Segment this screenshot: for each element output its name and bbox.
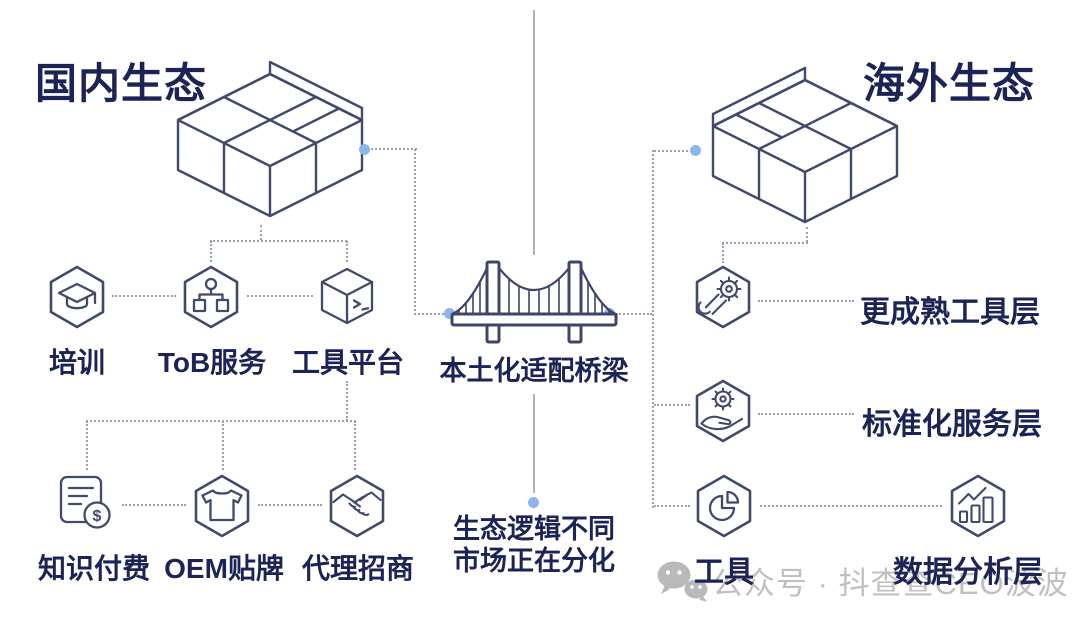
overseas-ecosystem-box-illustration xyxy=(711,66,899,224)
dotted-connector xyxy=(654,150,688,152)
dotted-connector xyxy=(760,505,942,507)
item-label-oem: OEM贴牌 xyxy=(164,553,284,584)
layer-label-mature-tools: 更成熟工具层 xyxy=(860,296,1040,329)
dotted-connector xyxy=(210,240,347,242)
layer-label-data-analysis: 数据分析层 xyxy=(893,556,1043,589)
dotted-connector xyxy=(258,504,322,506)
wrench-gear-icon xyxy=(695,265,751,329)
item-label-tob-service: ToB服务 xyxy=(157,347,267,378)
node-dot xyxy=(444,308,455,319)
market-note-line2: 市场正在分化 xyxy=(453,546,615,576)
divider-line-top xyxy=(533,10,535,255)
bar-chart-icon xyxy=(950,474,1006,538)
dotted-connector xyxy=(414,149,416,315)
svg-text:$: $ xyxy=(93,508,102,525)
left-ecosystem-title: 国内生态 xyxy=(35,60,208,107)
dotted-connector xyxy=(371,148,417,150)
gear-hand-icon xyxy=(695,379,751,443)
watermark-text: 公众号 · 抖查查CEO波波 xyxy=(712,566,1069,601)
pie-chart-icon xyxy=(696,474,752,538)
org-chart-icon xyxy=(183,265,239,329)
item-label-knowledge-pay: 知识付费 xyxy=(37,553,151,584)
dotted-connector xyxy=(722,242,808,244)
right-ecosystem-title: 海外生态 xyxy=(863,60,1036,107)
dotted-connector xyxy=(722,243,724,263)
dotted-connector xyxy=(654,505,690,507)
dotted-connector xyxy=(414,313,444,315)
graduation-cap-icon xyxy=(49,265,105,329)
dotted-connector xyxy=(86,421,88,470)
tshirt-icon xyxy=(194,474,250,538)
dotted-connector xyxy=(758,413,854,415)
item-label-tool-platform: 工具平台 xyxy=(291,347,405,378)
dotted-connector xyxy=(86,420,356,422)
item-label-agency: 代理招商 xyxy=(301,553,415,584)
document-dollar-icon: $ xyxy=(59,475,111,529)
dotted-connector xyxy=(247,295,313,297)
domestic-ecosystem-box-illustration xyxy=(176,60,364,218)
layer-label-tools: 工具 xyxy=(694,556,754,589)
node-dot xyxy=(528,497,539,508)
suspension-bridge-icon xyxy=(450,260,618,344)
dotted-connector xyxy=(346,241,348,262)
dotted-connector xyxy=(654,404,690,406)
dotted-connector xyxy=(616,313,652,315)
dotted-connector xyxy=(122,504,186,506)
dotted-connector xyxy=(260,225,262,240)
dotted-connector xyxy=(758,300,854,302)
dotted-connector xyxy=(354,421,356,470)
dotted-connector xyxy=(652,150,654,508)
dotted-connector xyxy=(222,421,224,470)
dotted-connector xyxy=(346,381,348,421)
wechat-icon xyxy=(657,561,708,602)
market-note: 生态逻辑不同 市场正在分化 xyxy=(453,513,615,577)
bridge-label: 本土化适配桥梁 xyxy=(439,356,629,386)
dotted-connector xyxy=(112,295,176,297)
dotted-connector xyxy=(210,241,212,262)
cube-terminal-icon xyxy=(320,267,374,325)
dotted-connector xyxy=(806,227,808,242)
item-label-training: 培训 xyxy=(48,347,106,378)
node-dot xyxy=(359,144,370,155)
layer-label-standardized-service: 标准化服务层 xyxy=(862,408,1042,441)
node-dot xyxy=(690,145,701,156)
market-note-line1: 生态逻辑不同 xyxy=(453,514,615,544)
handshake-icon xyxy=(329,474,385,538)
divider-line-bottom xyxy=(533,394,535,493)
